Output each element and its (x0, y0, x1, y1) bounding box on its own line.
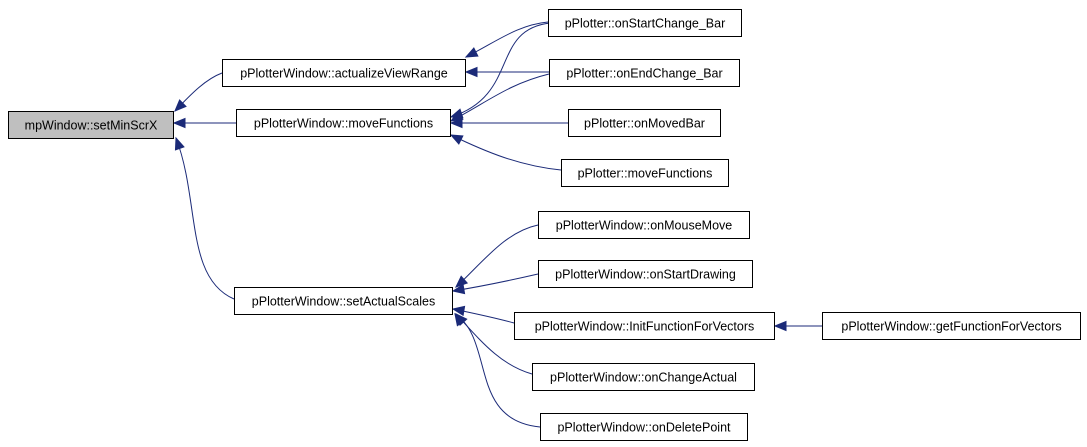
node-label: pPlotterWindow::onChangeActual (550, 371, 737, 385)
node-gffv[interactable]: pPlotterWindow::getFunctionForVectors (822, 312, 1081, 340)
edge-omb-to-pw_mf (449, 117, 568, 129)
edge-odp-to-sas (454, 312, 541, 428)
edge-line (465, 21, 549, 58)
node-box (236, 109, 451, 137)
node-box (8, 111, 174, 139)
edge-omm-to-sas (455, 224, 539, 288)
node-iffv[interactable]: pPlotterWindow::InitFunctionForVectors (514, 312, 775, 340)
edge-line (450, 22, 551, 118)
node-box (514, 312, 775, 340)
node-box (234, 287, 453, 315)
edge-pp_mf-to-pw_mf (449, 134, 562, 171)
edge-osc-to-avr (464, 21, 549, 58)
node-root[interactable]: mpWindow::setMinScrX (8, 111, 174, 139)
edge-line (450, 73, 550, 122)
node-box (540, 413, 748, 441)
node-label: pPlotterWindow::onStartDrawing (555, 268, 736, 282)
arrowhead-icon (174, 136, 185, 151)
node-box (822, 312, 1081, 340)
node-label: pPlotterWindow::onMouseMove (556, 219, 733, 233)
node-label: pPlotterWindow::onDeletePoint (557, 421, 731, 435)
node-label: pPlotter::onEndChange_Bar (566, 67, 722, 81)
node-osd[interactable]: pPlotterWindow::onStartDrawing (538, 260, 753, 288)
edge-line (455, 224, 539, 288)
node-box (548, 9, 742, 37)
edge-avr-to-root (174, 72, 223, 112)
node-pw_mf[interactable]: pPlotterWindow::moveFunctions (236, 109, 451, 137)
node-box (222, 59, 466, 87)
node-label: pPlotterWindow::InitFunctionForVectors (535, 320, 755, 334)
edge-line (450, 134, 562, 171)
node-box (568, 109, 721, 137)
node-label: pPlotterWindow::actualizeViewRange (240, 67, 448, 81)
arrowhead-icon (464, 47, 479, 58)
node-box (538, 211, 750, 239)
edge-iffv-to-sas (451, 305, 515, 324)
node-pp_mf[interactable]: pPlotter::moveFunctions (561, 159, 729, 187)
arrowhead-icon (451, 283, 466, 295)
arrowhead-icon (174, 99, 187, 112)
node-oca[interactable]: pPlotterWindow::onChangeActual (532, 363, 755, 391)
arrowhead-icon (172, 117, 186, 129)
node-oec[interactable]: pPlotter::onEndChange_Bar (549, 59, 740, 87)
arrowhead-icon (455, 275, 469, 288)
arrowhead-icon (451, 305, 466, 317)
edge-pw_mf-to-root (172, 117, 236, 129)
node-sas[interactable]: pPlotterWindow::setActualScales (234, 287, 453, 315)
arrowhead-icon (454, 312, 466, 327)
node-box (532, 363, 755, 391)
node-omm[interactable]: pPlotterWindow::onMouseMove (538, 211, 750, 239)
node-box (538, 260, 753, 288)
node-label: pPlotterWindow::getFunctionForVectors (841, 320, 1061, 334)
node-label: pPlotter::onStartChange_Bar (565, 17, 726, 31)
edge-osd-to-sas (451, 273, 539, 295)
arrowhead-icon (449, 117, 463, 129)
node-label: pPlotter::moveFunctions (578, 167, 713, 181)
node-label: pPlotterWindow::moveFunctions (254, 117, 433, 131)
node-osc[interactable]: pPlotter::onStartChange_Bar (548, 9, 742, 37)
node-omb[interactable]: pPlotter::onMovedBar (568, 109, 721, 137)
edge-sas-to-root (174, 136, 235, 300)
edge-oec-to-avr (464, 66, 549, 78)
edge-line (175, 137, 235, 300)
nodes-layer: mpWindow::setMinScrX pPlotterWindow::actu… (8, 9, 1081, 441)
node-label: pPlotter::onMovedBar (584, 117, 705, 131)
node-box (561, 159, 729, 187)
edges-layer (172, 21, 822, 428)
node-label: mpWindow::setMinScrX (25, 119, 158, 133)
arrowhead-icon (773, 320, 787, 332)
node-avr[interactable]: pPlotterWindow::actualizeViewRange (222, 59, 466, 87)
edge-line (454, 313, 541, 428)
node-odp[interactable]: pPlotterWindow::onDeletePoint (540, 413, 748, 441)
edge-gffv-to-iffv (773, 320, 822, 332)
node-label: pPlotterWindow::setActualScales (252, 295, 435, 309)
node-box (549, 59, 740, 87)
arrowhead-icon (449, 134, 464, 145)
arrowhead-icon (464, 66, 478, 78)
